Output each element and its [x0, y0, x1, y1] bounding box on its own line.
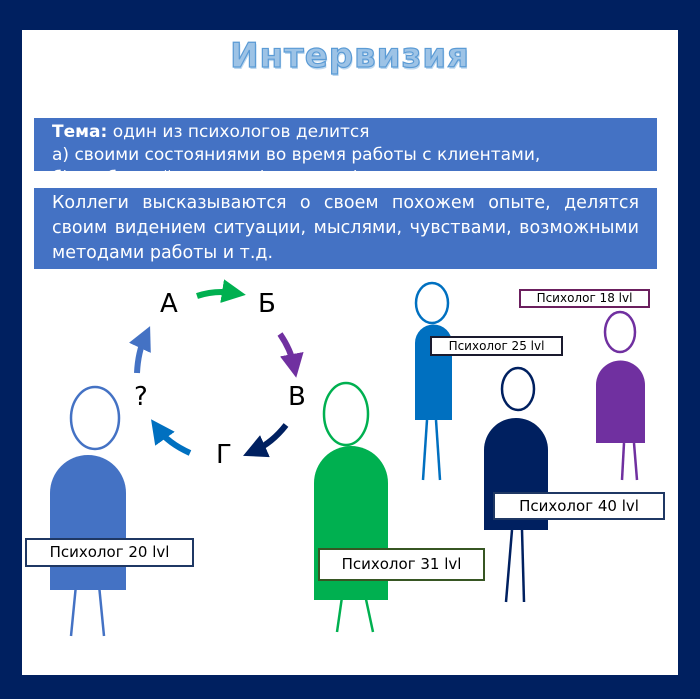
label-psychologist-20: Психолог 20 lvl: [25, 538, 194, 567]
arrow-v-g: [243, 423, 289, 458]
figure-psychologist-31: [314, 381, 388, 633]
arrow-q-a: [129, 326, 151, 374]
cycle-letter-b: Б: [258, 289, 276, 319]
arrow-b-v: [277, 332, 304, 378]
cycle-question-mark: ?: [134, 382, 148, 412]
leg: [632, 442, 639, 481]
figure-psychologist-25: [414, 281, 452, 481]
figure-psychologist-20: [50, 385, 126, 637]
figure-psychologist-40: [484, 366, 548, 603]
body: [50, 455, 126, 590]
head: [414, 281, 450, 325]
leg: [69, 584, 78, 637]
label-psychologist-25: Психолог 25 lvl: [430, 336, 563, 356]
leg: [620, 442, 626, 481]
label-psychologist-40: Психолог 40 lvl: [493, 492, 665, 520]
body: [596, 360, 645, 443]
cycle-letter-v: В: [288, 382, 306, 412]
cycle-letter-a: А: [160, 289, 178, 319]
leg: [362, 589, 375, 633]
leg: [335, 589, 345, 633]
topic-line-3: б) проблемой клиента (анонимно).: [52, 168, 365, 188]
label-psychologist-31: Психолог 31 lvl: [318, 548, 485, 581]
leg: [504, 529, 514, 603]
leg: [97, 584, 106, 637]
description-box: Коллеги высказываются о своем похожем оп…: [34, 188, 657, 269]
figure-psychologist-18: [596, 310, 645, 481]
leg: [421, 419, 429, 481]
leg: [434, 419, 442, 481]
arrow-a-b: [196, 279, 246, 303]
head: [69, 385, 121, 451]
head: [603, 310, 637, 354]
arrow-g-q: [151, 419, 192, 456]
topic-line-1: один из психологов делится: [107, 122, 370, 142]
page-title: Интервизия: [229, 35, 470, 76]
topic-box: Тема: один из психологов делится а) свои…: [34, 118, 657, 188]
leg: [520, 529, 526, 603]
topic-line-2: а) своими состояниями во время работы с …: [52, 145, 541, 165]
head: [322, 381, 370, 447]
label-psychologist-18: Психолог 18 lvl: [519, 289, 650, 308]
topic-label: Тема:: [52, 122, 108, 142]
cycle-letter-g: Г: [216, 440, 232, 470]
head: [500, 366, 536, 412]
